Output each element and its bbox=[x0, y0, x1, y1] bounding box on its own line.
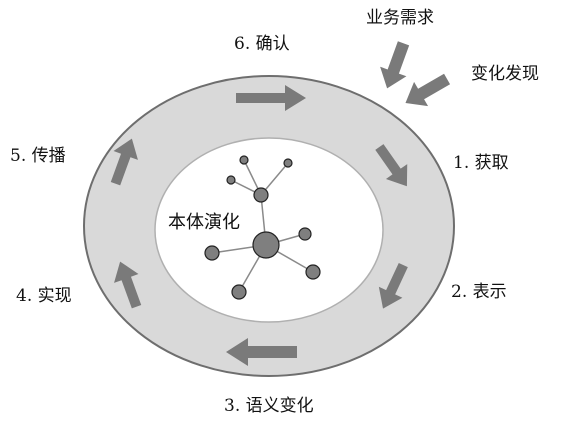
center-label: 本体演化 bbox=[168, 212, 240, 233]
stage-label-implement: 4. 实现 bbox=[16, 286, 72, 306]
network-node bbox=[298, 227, 312, 241]
network-node bbox=[231, 284, 247, 300]
trigger-label-business-requirement: 业务需求 bbox=[366, 8, 434, 28]
arrow-icon-confirm-to-acquire bbox=[236, 85, 306, 111]
trigger-label-change-discovery: 变化发现 bbox=[471, 64, 539, 84]
cycle-arrows bbox=[110, 85, 408, 366]
stage-label-semantic-change: 3. 语义变化 bbox=[224, 396, 314, 416]
stage-label-confirm: 6. 确认 bbox=[234, 34, 290, 54]
inner-circle bbox=[154, 137, 384, 323]
arrow-icon-represent bbox=[378, 262, 408, 309]
network-hub-node bbox=[252, 231, 280, 259]
network-node bbox=[253, 187, 269, 203]
network-node bbox=[226, 175, 236, 185]
stage-label-represent: 2. 表示 bbox=[451, 282, 507, 302]
network-node bbox=[239, 155, 249, 165]
network-icon bbox=[204, 155, 321, 300]
network-node bbox=[305, 264, 321, 280]
arrow-icon-business-requirement bbox=[380, 41, 410, 89]
arrow-icon-acquire bbox=[375, 144, 408, 187]
arrow-icon-semantic-change bbox=[226, 338, 297, 366]
arrow-icon-propagate bbox=[110, 138, 138, 186]
network-node bbox=[204, 245, 220, 261]
arrow-icon-implement bbox=[114, 261, 142, 309]
network-node bbox=[283, 158, 293, 168]
stage-label-propagate: 5. 传播 bbox=[10, 146, 66, 166]
trigger-arrows bbox=[380, 41, 451, 107]
arrow-icon-change-discovery bbox=[405, 73, 451, 107]
stage-label-acquire: 1. 获取 bbox=[453, 153, 509, 173]
